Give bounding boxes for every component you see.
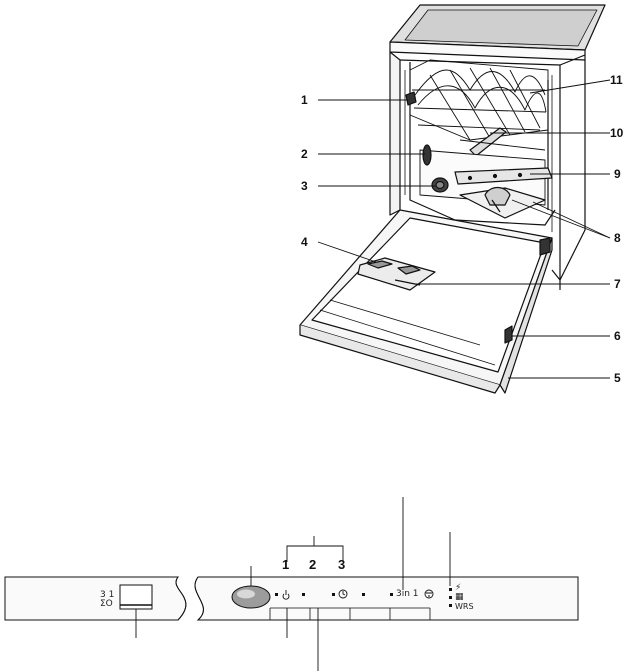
- control-panel: [5, 577, 578, 620]
- upper-basket: [410, 60, 548, 140]
- 3in1-button-label[interactable]: 3in 1: [396, 590, 419, 599]
- salt-indicator: ▦: [455, 593, 464, 602]
- leader-8a: [512, 200, 610, 238]
- callout-3: 3: [301, 180, 308, 192]
- half-load-symbol-bottom: ΣO: [100, 600, 113, 609]
- dishwasher-door: [300, 210, 552, 393]
- callout-1: 1: [301, 94, 308, 106]
- callout-10: 10: [610, 127, 623, 139]
- leader-11: [530, 80, 610, 93]
- callout-2: 2: [301, 148, 308, 160]
- callout-11: 11: [610, 74, 623, 86]
- dishwasher-top: [390, 5, 605, 60]
- panel-number-1: 1: [282, 558, 289, 571]
- panel-number-3: 3: [338, 558, 345, 571]
- callout-5: 5: [614, 372, 621, 384]
- salt-container: [432, 178, 448, 192]
- callout-4: 4: [301, 236, 308, 248]
- callout-7: 7: [614, 278, 621, 290]
- leader-8b: [533, 202, 610, 238]
- wrs-indicator: WRS: [455, 602, 474, 611]
- callout-6: 6: [614, 330, 621, 342]
- panel-number-2: 2: [309, 558, 316, 571]
- callout-9: 9: [614, 168, 621, 180]
- callout-8: 8: [614, 232, 621, 244]
